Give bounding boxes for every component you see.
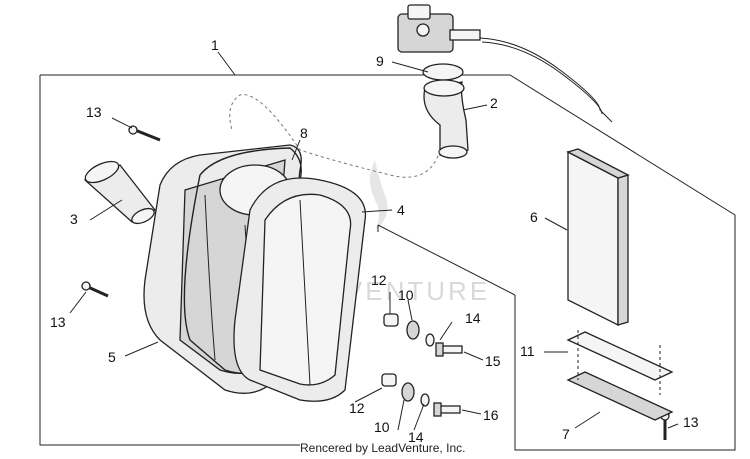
callout-10a: 10	[398, 287, 414, 303]
screw-icon	[128, 125, 161, 142]
callout-labels: 1 2 3 4 5 6 7 8 9 10 10 11 12 12 13 13 1…	[50, 37, 699, 445]
callout-11: 11	[520, 343, 535, 359]
callout-15: 15	[485, 353, 501, 369]
intake-tube-icon	[83, 160, 156, 225]
filter-cover-icon	[233, 177, 367, 402]
callout-14b: 14	[408, 429, 424, 445]
callout-8: 8	[300, 125, 308, 141]
callout-13a: 13	[86, 104, 102, 120]
intake-hose-icon	[422, 63, 469, 159]
callout-6: 6	[530, 209, 538, 225]
callout-3: 3	[70, 211, 78, 227]
callout-9: 9	[376, 53, 384, 69]
callout-1: 1	[211, 37, 219, 53]
callout-16: 16	[483, 407, 499, 423]
carburetor-icon	[397, 4, 613, 123]
callout-2: 2	[490, 95, 498, 111]
callout-13c: 13	[683, 414, 699, 430]
screw-icon-2	[81, 281, 109, 298]
callout-12a: 12	[371, 272, 387, 288]
filter-element-icon	[566, 148, 630, 327]
callout-4: 4	[397, 202, 405, 218]
washer-icon	[401, 320, 435, 407]
render-credit: Rencered by LeadVenture, Inc.	[300, 441, 465, 455]
callout-12b: 12	[349, 400, 365, 416]
bolt-icon	[433, 342, 463, 417]
grommet-icon	[381, 313, 399, 387]
callout-7: 7	[562, 426, 570, 442]
leader-lines	[69, 51, 679, 431]
hose-path-guide	[229, 94, 441, 178]
callout-13b: 13	[50, 314, 66, 330]
watermark-flame-icon	[370, 160, 388, 230]
callout-14a: 14	[465, 310, 481, 326]
pre-filter-plate-icon	[566, 330, 674, 421]
callout-5: 5	[108, 349, 116, 365]
callout-10b: 10	[374, 419, 390, 435]
